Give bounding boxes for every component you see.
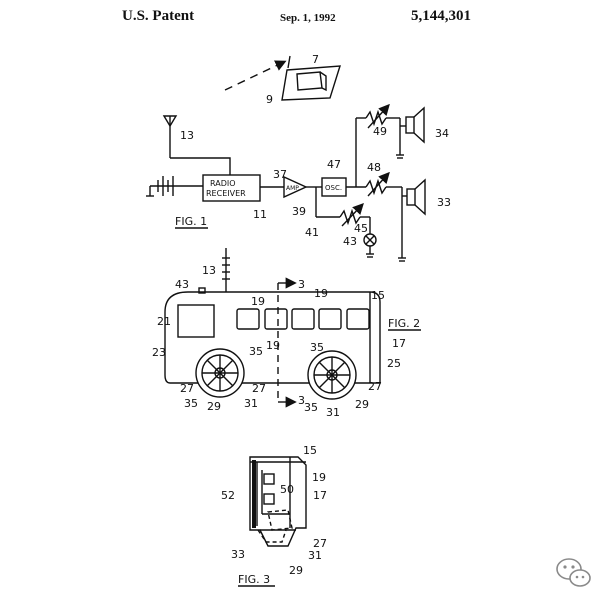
ref-37: 37 [273, 168, 287, 181]
ref-17: 17 [392, 337, 406, 350]
ref-31: 31 [308, 549, 322, 562]
bus-windshield [177, 304, 215, 338]
fig3-label: FIG. 3 [238, 573, 270, 586]
ref-19-c: 19 [266, 339, 280, 352]
figure-1: 7 9 13 37 47 48 49 34 33 11 39 45 41 43 … [146, 53, 451, 262]
antenna-wire [170, 157, 231, 175]
battery [146, 176, 203, 197]
receiver-label-line1: RADIO [210, 179, 236, 188]
ref-29: 29 [289, 564, 303, 577]
speaker-34 [405, 106, 425, 144]
ref-13: 13 [180, 129, 194, 142]
ref-3-bottom: 3 [298, 394, 305, 407]
bus-body [164, 291, 381, 384]
ref-23: 23 [152, 346, 166, 359]
radio-receiver-box [202, 174, 261, 202]
resistor-49 [365, 103, 390, 129]
ref-29-b: 29 [355, 398, 369, 411]
speaker-33 [406, 178, 426, 216]
ref-15: 15 [371, 289, 385, 302]
wechat-watermark-icon [556, 558, 591, 587]
ref-17: 17 [313, 489, 327, 502]
ref-33: 33 [231, 548, 245, 561]
ref-47: 47 [327, 158, 341, 171]
header-title: U.S. Patent [122, 8, 195, 24]
ref-41: 41 [305, 226, 319, 239]
remote-transmitter [281, 55, 341, 101]
lamp-43 [363, 233, 377, 247]
ref-19-b: 19 [314, 287, 328, 300]
header-date: Sep. 1, 1992 [280, 12, 336, 24]
ref-49: 49 [373, 125, 387, 138]
ref-35-a: 35 [249, 345, 263, 358]
ref-52: 52 [221, 489, 235, 502]
bus-cross-section [249, 456, 307, 547]
ref-21: 21 [157, 315, 171, 328]
ref-27-c: 27 [368, 380, 382, 393]
ref-35-c: 35 [184, 397, 198, 410]
ref-34: 34 [435, 127, 449, 140]
ref-48: 48 [367, 161, 381, 174]
ref-27: 27 [313, 537, 327, 550]
ref-35-b: 35 [310, 341, 324, 354]
resistor-45 [339, 202, 364, 227]
rear-wheel [307, 350, 357, 400]
ref-31-a: 31 [244, 397, 258, 410]
ref-33: 33 [437, 196, 451, 209]
amplifier-symbol [283, 175, 308, 199]
ref-19: 19 [312, 471, 326, 484]
fig2-label: FIG. 2 [388, 317, 420, 330]
osc-label: OSC. [325, 184, 342, 192]
radio-signal-line [224, 60, 287, 91]
ref-29-a: 29 [207, 400, 221, 413]
resistor-48 [365, 171, 390, 197]
ref-45: 45 [354, 222, 368, 235]
receiver-label-line2: RECEIVER [206, 189, 246, 198]
ref-43: 43 [175, 278, 189, 291]
ref-7: 7 [312, 53, 319, 66]
ref-39: 39 [292, 205, 306, 218]
front-wheel [195, 348, 245, 398]
ref-43: 43 [343, 235, 357, 248]
bus-light [198, 287, 206, 294]
ref-27-a: 27 [180, 382, 194, 395]
figure-2: 43 13 3 19 15 19 21 19 17 23 35 35 25 27… [152, 248, 421, 419]
amp-label: AMP. [286, 185, 300, 192]
ref-50: 50 [280, 483, 294, 496]
antenna [162, 115, 178, 158]
ref-31-b: 31 [326, 406, 340, 419]
fig1-label: FIG. 1 [175, 215, 207, 228]
header-patent-number: 5,144,301 [411, 8, 471, 24]
ref-15: 15 [303, 444, 317, 457]
ref-19-a: 19 [251, 295, 265, 308]
ref-11: 11 [253, 208, 267, 221]
ref-25: 25 [387, 357, 401, 370]
ref-13: 13 [202, 264, 216, 277]
ref-9: 9 [266, 93, 273, 106]
ref-3-top: 3 [298, 278, 305, 291]
ref-27-b: 27 [252, 382, 266, 395]
ref-35-d: 35 [304, 401, 318, 414]
figure-3: 15 19 52 50 17 27 33 31 29 FIG. 3 [221, 444, 327, 587]
